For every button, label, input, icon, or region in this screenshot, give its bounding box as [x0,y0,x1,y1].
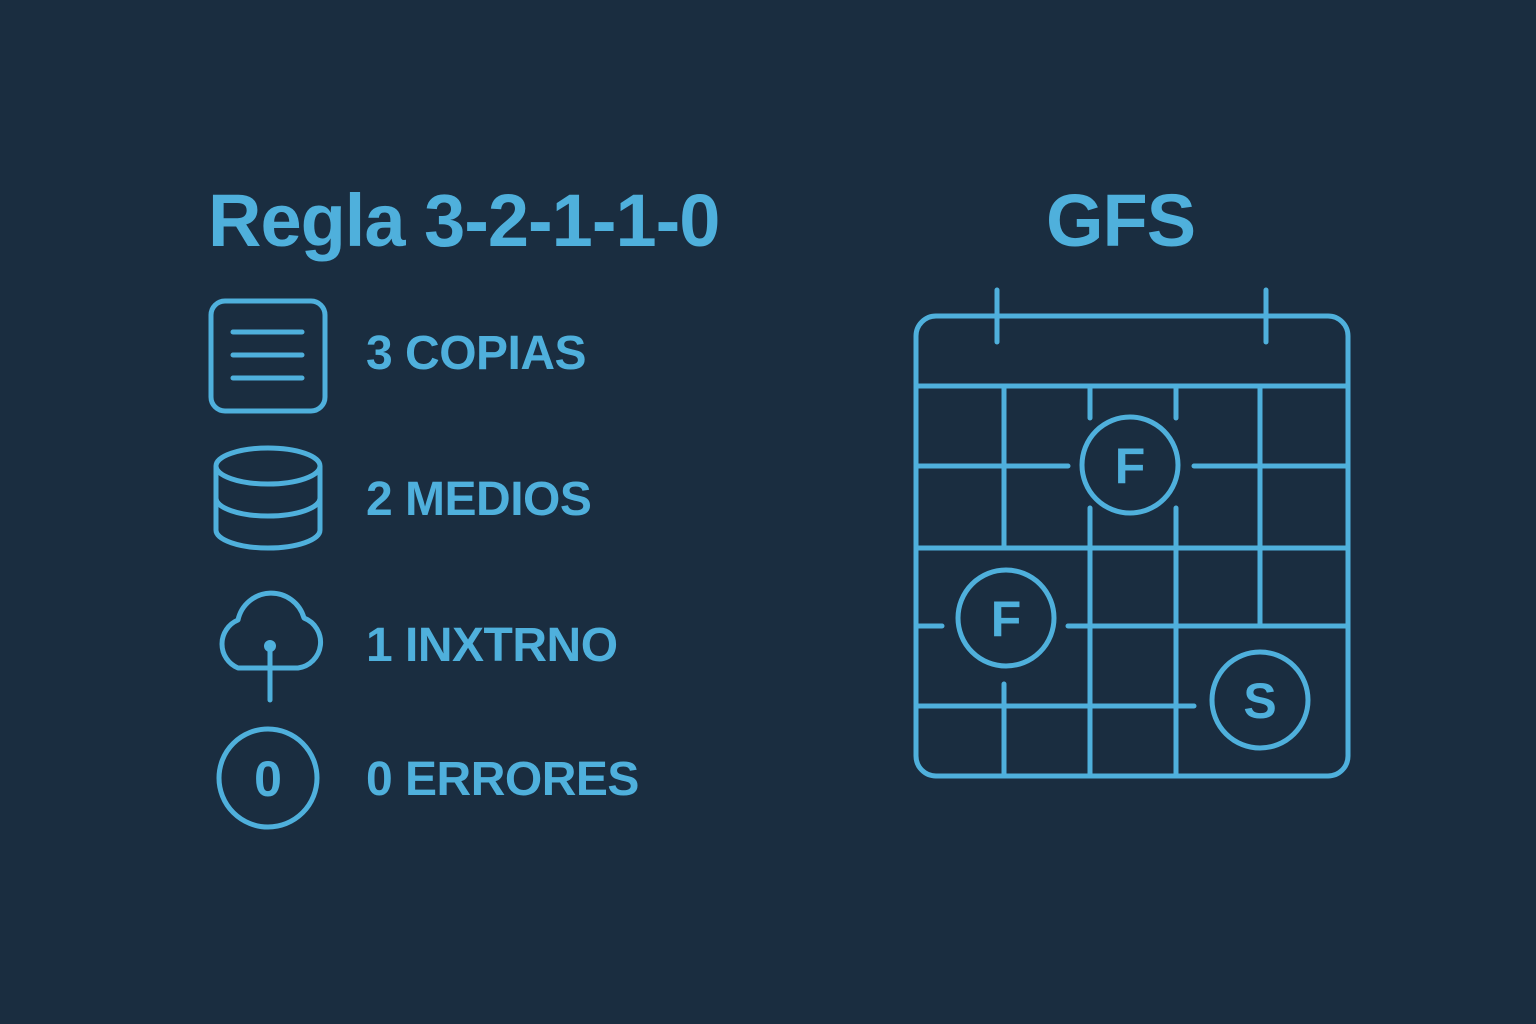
calendar-icon: F F S [913,287,1351,779]
full-backup-marker [955,567,1057,669]
rule-item-label: 3 COPIAS [366,327,587,380]
rule-item-label: 0 ERRORES [366,753,639,806]
gfs-title: GFS [1046,179,1196,262]
rule-item-label: 1 INXTRNO [366,619,618,672]
rule-item-copies: 3 COPIAS [208,296,688,416]
marker-label-f1: F [1115,438,1146,494]
marker-label-s: S [1243,673,1276,729]
full-backup-marker [1079,414,1181,516]
marker-label-f2: F [991,591,1022,647]
svg-text:0: 0 [254,751,282,807]
zero-circle-icon: 0 [216,726,320,830]
cloud-icon [219,590,324,703]
rule-item-errors: 0 0 ERRORES [208,722,688,842]
rule-item-media: 2 MEDIOS [208,440,688,560]
rule-item-label: 2 MEDIOS [366,473,592,526]
database-cylinder-icon [213,445,323,551]
son-backup-marker [1209,649,1311,751]
rule-item-external: 1 INXTRNO [208,582,688,703]
document-lines-icon [208,298,328,414]
rule-title: Regla 3-2-1-1-0 [208,179,720,262]
